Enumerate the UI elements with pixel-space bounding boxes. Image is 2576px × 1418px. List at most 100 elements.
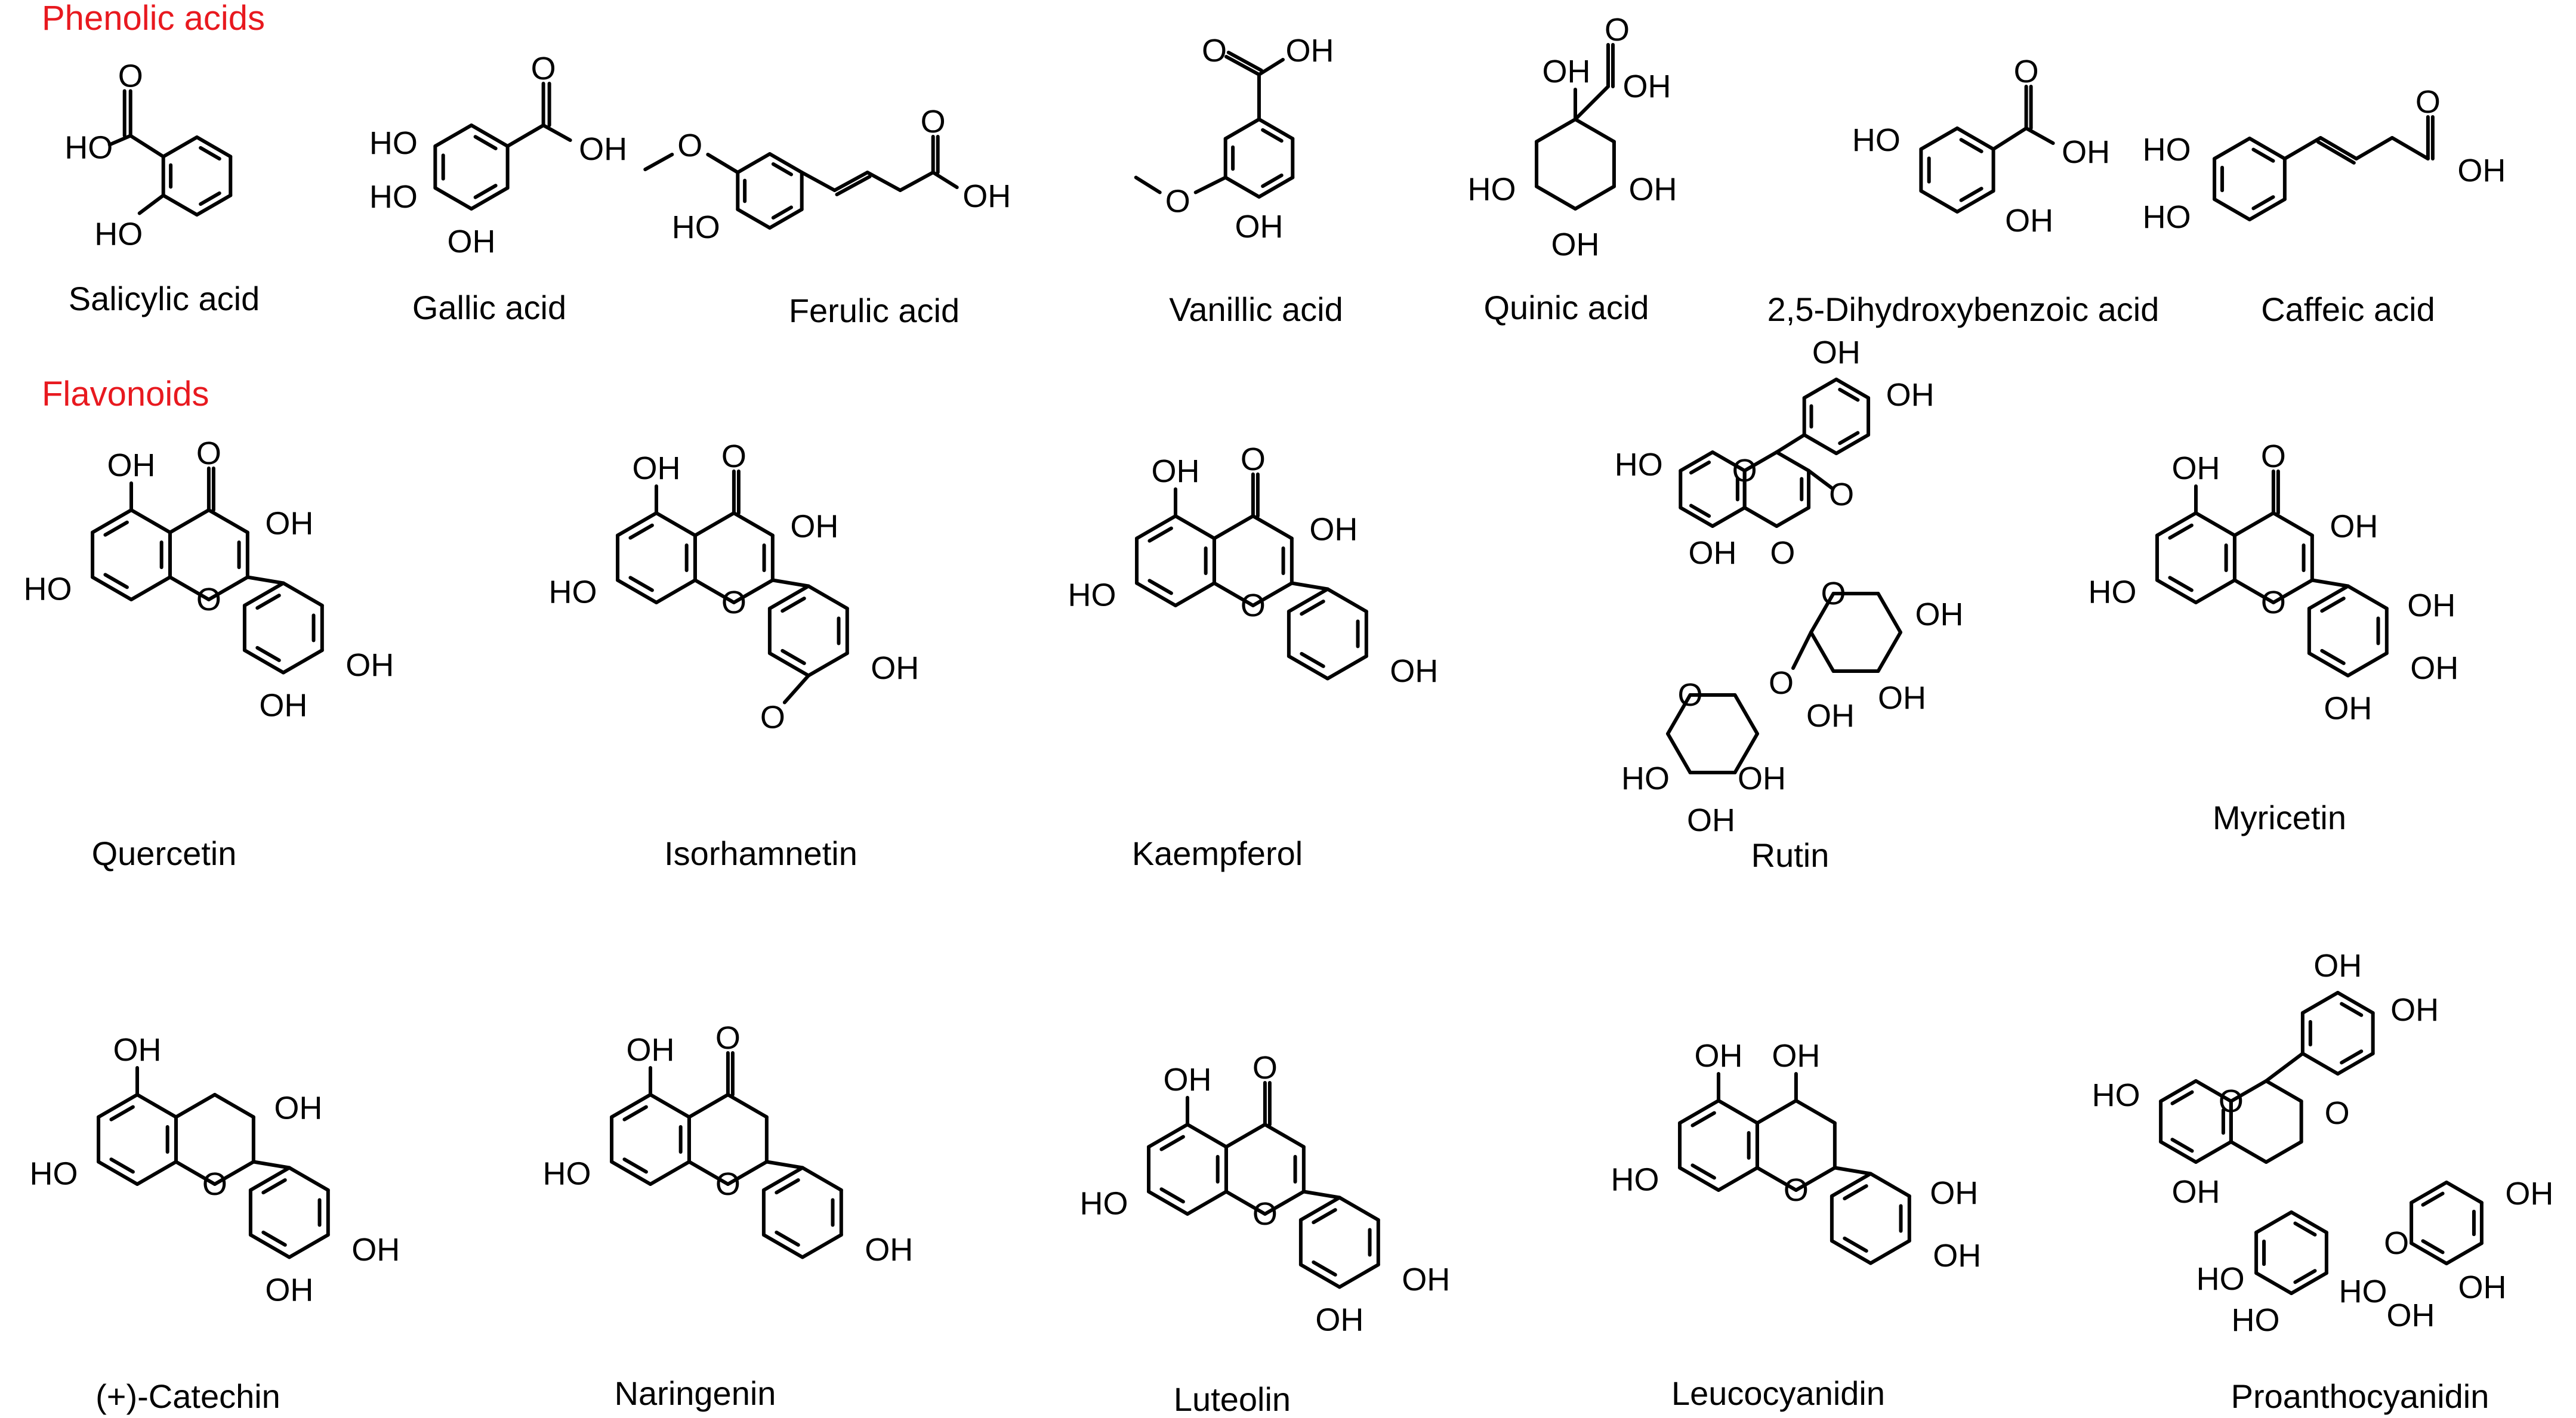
bond [767, 651, 810, 678]
bond [1224, 1190, 1267, 1216]
atom-label: OH [1915, 597, 1964, 632]
bond [1876, 592, 1902, 634]
bond [1212, 514, 1255, 540]
atom-label: OH [627, 1032, 675, 1068]
atom-label: O [1202, 33, 1227, 69]
bond [1843, 1184, 1868, 1201]
bond [767, 584, 810, 610]
atom-label: OH [2172, 1174, 2220, 1210]
bond [806, 651, 849, 678]
atom-label: HO [2339, 1274, 2387, 1309]
bond [2316, 140, 2356, 165]
bond [161, 135, 199, 159]
bond [732, 511, 775, 537]
atom-label: OH [2330, 509, 2378, 545]
bond [473, 184, 498, 199]
compound-name-proanthocyanidin: Proanthocyanidin [2231, 1377, 2489, 1415]
bond [2445, 1181, 2484, 1204]
bond [1834, 433, 1871, 455]
bond [628, 523, 654, 540]
bond [2264, 1079, 2303, 1103]
bond [2254, 1210, 2293, 1234]
compound-name-rutin: Rutin [1751, 836, 1830, 874]
bond [780, 648, 806, 665]
atom-label: OH [2505, 1176, 2553, 1212]
bond [655, 511, 697, 537]
bond [103, 573, 129, 589]
atom-label: O [715, 1166, 741, 1202]
atom-label: HO [369, 125, 418, 161]
bond [732, 578, 775, 604]
bond [1147, 526, 1173, 543]
bond [768, 152, 804, 174]
bond [1186, 1123, 1228, 1149]
bond [2168, 576, 2194, 592]
bond [1809, 631, 1835, 673]
bond [161, 193, 199, 217]
atom-label: OH [265, 506, 313, 542]
bond [1755, 1166, 1798, 1192]
bond [764, 1160, 804, 1170]
bond [1193, 175, 1227, 194]
bond [2159, 1140, 2198, 1164]
atom-label: O [1784, 1172, 1809, 1208]
bond [1224, 55, 1261, 76]
atom-label: OH [1286, 33, 1334, 69]
atom-label: OH [2313, 948, 2362, 984]
bond [168, 575, 211, 601]
bond [1289, 581, 1329, 591]
atom-label: O [1770, 535, 1795, 571]
bond [2421, 1239, 2445, 1255]
bond [1263, 1123, 1306, 1149]
bond [1257, 118, 1295, 141]
atom-label: HO [1468, 172, 1516, 208]
bond [775, 1230, 800, 1247]
bond [736, 208, 772, 230]
bond [2410, 1181, 2448, 1204]
bond [135, 1160, 178, 1186]
compound-name-vanillic-acid: Vanillic acid [1169, 291, 1343, 328]
bond [242, 648, 285, 675]
bond [1733, 732, 1759, 774]
atom-label: O [1252, 1050, 1278, 1086]
bond [1263, 1190, 1306, 1216]
bond [655, 578, 697, 604]
bond [1147, 579, 1173, 595]
bond [1535, 184, 1577, 211]
atom-label: O [2384, 1225, 2409, 1261]
atom-label: OH [1933, 1238, 1981, 1274]
bond [1830, 1172, 1872, 1198]
bond [281, 581, 324, 607]
atom-label: OH [1390, 653, 1438, 689]
atom-label: OH [1623, 69, 1671, 104]
bond [1298, 1195, 1341, 1222]
bond [2248, 197, 2287, 221]
atom-label: OH [962, 178, 1011, 214]
atom-label: O [2014, 54, 2039, 89]
bond [541, 123, 572, 142]
atom-label: OH [345, 647, 394, 683]
atom-label: HO [2143, 132, 2191, 168]
bond [649, 1093, 691, 1119]
bond [128, 134, 165, 159]
bond [1337, 1263, 1380, 1289]
compound-name-ferulic-acid: Ferulic acid [789, 292, 960, 329]
compound-name-quinic-acid: Quinic acid [1483, 289, 1649, 326]
bond [103, 520, 129, 537]
bond [1690, 1111, 1716, 1127]
bond [2248, 137, 2287, 160]
bond [245, 575, 285, 585]
bond [1257, 58, 1285, 76]
bond [1991, 126, 2028, 151]
bond [2318, 136, 2358, 160]
bond [1147, 1190, 1189, 1216]
bond [174, 1160, 217, 1186]
atom-label: OH [448, 224, 496, 259]
bond [1287, 654, 1329, 681]
bond [1174, 581, 1216, 607]
bond [2390, 136, 2430, 160]
bond [2264, 1140, 2303, 1164]
